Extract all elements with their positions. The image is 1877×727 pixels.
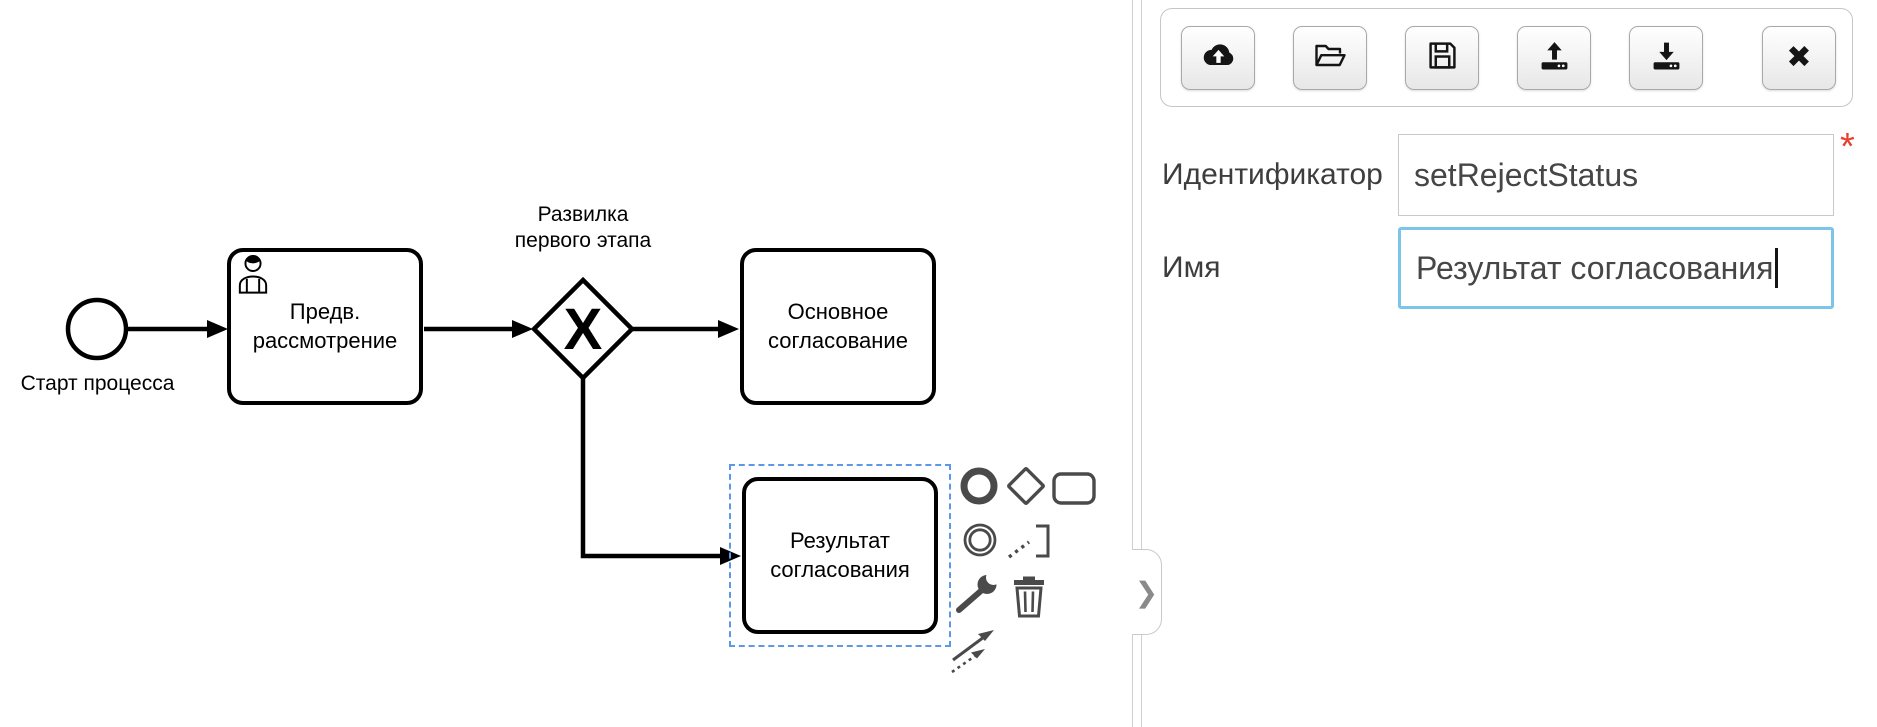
save-button[interactable] <box>1405 25 1479 90</box>
append-gateway-icon[interactable] <box>1004 464 1048 508</box>
upload-button[interactable] <box>1517 25 1591 90</box>
sequence-flow-gateway-to-result[interactable] <box>580 378 741 565</box>
append-intermediate-event-icon[interactable] <box>958 518 1002 562</box>
sequence-flow-preliminary-to-gateway[interactable] <box>424 320 533 338</box>
required-asterisk: * <box>1840 126 1855 168</box>
name-field-label: Имя <box>1162 251 1221 284</box>
open-folder-button[interactable] <box>1293 25 1367 90</box>
append-text-annotation-icon[interactable] <box>1006 519 1052 561</box>
gateway-label: Развилка первого этапа <box>514 203 652 253</box>
identifier-value: setRejectStatus <box>1414 156 1639 193</box>
canvas-right-border <box>1132 0 1133 727</box>
cloud-upload-button[interactable] <box>1181 25 1255 90</box>
name-value: Результат согласования <box>1416 249 1774 286</box>
chevron-right-icon: ❯ <box>1134 576 1159 608</box>
exclusive-gateway-x-marker[interactable]: X <box>563 296 603 362</box>
properties-panel: ✖ Идентификатор setRejectStatus * Имя Ре… <box>1142 0 1877 727</box>
cloud-upload-icon <box>1202 42 1235 74</box>
file-toolbar: ✖ <box>1160 8 1853 107</box>
task-result-selected[interactable]: Результат согласования <box>742 477 938 634</box>
wrench-change-type-icon[interactable] <box>954 572 1000 614</box>
upload-icon <box>1539 41 1570 75</box>
identifier-input[interactable]: setRejectStatus <box>1398 134 1834 216</box>
start-event-label: Старт процесса <box>20 372 175 395</box>
connect-tool-icon[interactable] <box>950 624 1000 674</box>
append-end-event-icon[interactable] <box>957 464 1001 508</box>
text-caret <box>1775 248 1778 288</box>
append-task-icon[interactable] <box>1051 466 1097 510</box>
close-button[interactable]: ✖ <box>1762 25 1836 90</box>
close-icon: ✖ <box>1786 40 1812 74</box>
trash-delete-icon[interactable] <box>1009 575 1049 619</box>
start-event-shape[interactable] <box>65 297 129 361</box>
save-floppy-icon <box>1428 41 1457 75</box>
download-button[interactable] <box>1629 25 1703 90</box>
task-preliminary[interactable]: Предв. рассмотрение <box>227 248 423 405</box>
task-main[interactable]: Основное согласование <box>740 248 936 405</box>
open-folder-icon <box>1314 42 1347 74</box>
selection-outline <box>729 464 951 647</box>
diagram-canvas[interactable]: Старт процесса Предв. рассмотрение Разви… <box>0 0 1132 727</box>
name-input[interactable]: Результат согласования <box>1398 227 1834 309</box>
download-icon <box>1651 41 1682 75</box>
panel-collapse-toggle[interactable]: ❯ <box>1132 549 1162 635</box>
panel-left-border <box>1141 0 1142 727</box>
user-task-icon <box>236 252 270 299</box>
sequence-flow-gateway-to-main[interactable] <box>633 320 739 338</box>
identifier-field-label: Идентификатор <box>1162 158 1383 191</box>
sequence-flow-start-to-preliminary[interactable] <box>128 320 228 338</box>
